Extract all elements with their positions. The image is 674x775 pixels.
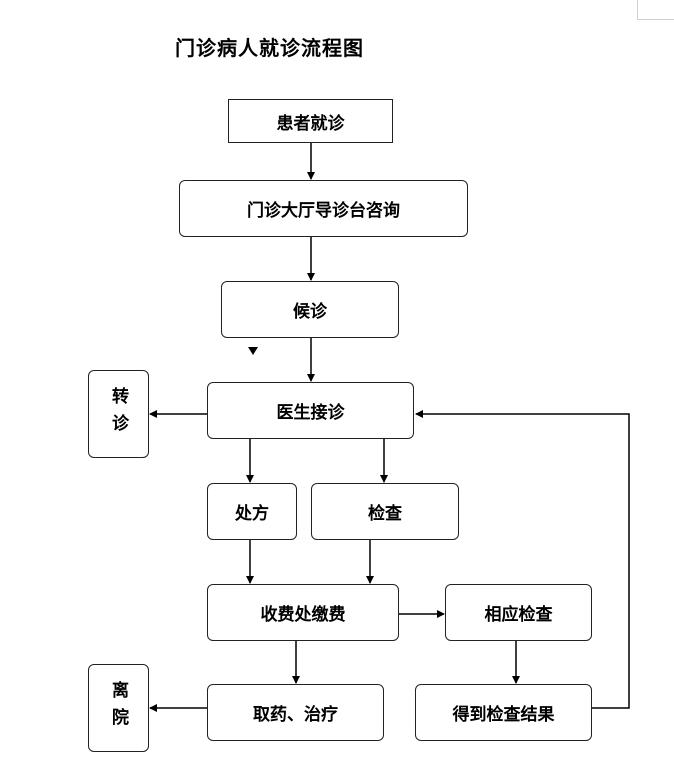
node-hall-consult: 门诊大厅导诊台咨询 xyxy=(179,180,468,237)
node-referral: 转诊 xyxy=(88,370,149,458)
node-prescription: 处方 xyxy=(207,483,297,540)
node-payment-label: 收费处缴费 xyxy=(260,605,346,625)
stray-arrowhead-mark xyxy=(248,347,258,355)
node-doctor-label: 医生接诊 xyxy=(276,403,345,423)
node-medicine-treatment: 取药、治疗 xyxy=(207,684,384,741)
node-examination: 检查 xyxy=(311,483,459,540)
page-corner-mark xyxy=(637,0,674,20)
node-discharge-label: 离院 xyxy=(108,681,128,735)
node-medicine-treatment-label: 取药、治疗 xyxy=(253,705,338,725)
node-examination-label: 检查 xyxy=(368,504,402,524)
arrow-results-to-doctor xyxy=(415,410,630,709)
node-patient-visit: 患者就诊 xyxy=(228,99,393,143)
node-hall-consult-label: 门诊大厅导诊台咨询 xyxy=(247,201,400,221)
node-related-exam-label: 相应检查 xyxy=(484,605,553,625)
diagram-title: 门诊病人就诊流程图 xyxy=(175,36,364,60)
node-payment: 收费处缴费 xyxy=(207,584,399,641)
node-prescription-label: 处方 xyxy=(235,504,269,524)
node-waiting: 候诊 xyxy=(221,281,399,338)
node-patient-visit-label: 患者就诊 xyxy=(276,113,345,134)
node-waiting-label: 候诊 xyxy=(293,302,327,322)
node-discharge: 离院 xyxy=(88,664,149,752)
node-get-results: 得到检查结果 xyxy=(415,684,592,741)
node-get-results-label: 得到检查结果 xyxy=(452,705,555,725)
node-doctor: 医生接诊 xyxy=(207,382,414,439)
node-related-exam: 相应检查 xyxy=(445,584,592,641)
node-referral-label: 转诊 xyxy=(108,387,128,441)
